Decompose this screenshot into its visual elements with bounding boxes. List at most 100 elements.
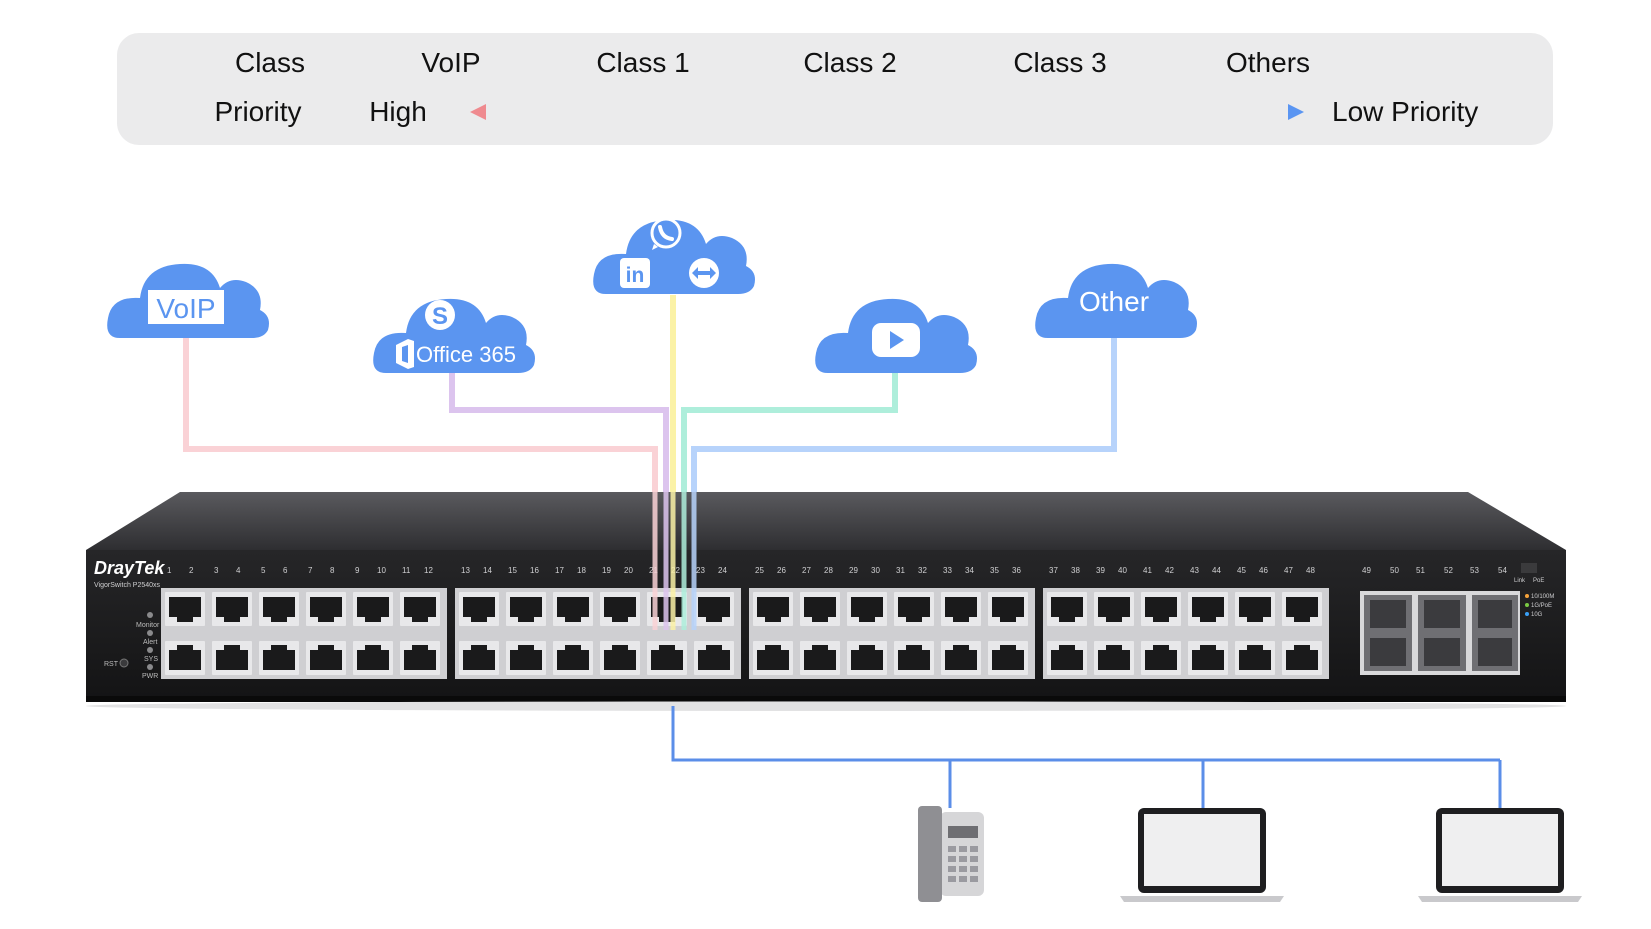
rj45-port: [212, 592, 252, 626]
port-number-label: 54: [1498, 566, 1507, 575]
port-number-label: 29: [849, 566, 858, 575]
rj45-port: [353, 592, 393, 626]
rj45-port: [1141, 641, 1181, 675]
port-number-label: 41: [1143, 566, 1152, 575]
port-number-label: 53: [1470, 566, 1479, 575]
led-label-alert: Alert: [143, 639, 157, 646]
port-number-label: 23: [696, 566, 705, 575]
network-switch: DrayTek VigorSwitch P2540xs Monitor Aler…: [86, 492, 1566, 711]
rj45-port: [1094, 592, 1134, 626]
rj45-port: [1188, 641, 1228, 675]
rj45-port: [400, 641, 440, 675]
rj45-port: [800, 592, 840, 626]
rj45-port: [506, 641, 546, 675]
port-number-label: 24: [718, 566, 727, 575]
rj45-port: [212, 641, 252, 675]
whatsapp-icon: [650, 217, 682, 250]
priority-arrow: [470, 104, 1304, 120]
rj45-port: [165, 641, 205, 675]
rj45-port: [1235, 592, 1275, 626]
rj45-port: [259, 592, 299, 626]
led-legend-1g: 1G/PoE: [1531, 603, 1552, 609]
rj45-port: [600, 641, 640, 675]
port-block: [749, 588, 1035, 679]
port-number-label: 40: [1118, 566, 1127, 575]
ip-phone-icon: [918, 806, 984, 902]
laptop-icon: [1120, 808, 1284, 902]
led-legend-10g: 10G: [1531, 612, 1543, 618]
teamviewer-icon: [689, 258, 719, 288]
port-block: [1043, 588, 1329, 679]
port-number-label: 36: [1012, 566, 1021, 575]
port-number-label: 37: [1049, 566, 1058, 575]
lan-lines: [671, 706, 1502, 808]
port-number-label: 33: [943, 566, 952, 575]
switch-brand-logo: DrayTek: [94, 558, 165, 578]
office365-cloud: S Office 365: [373, 298, 535, 373]
port-number-label: 34: [965, 566, 974, 575]
port-number-label: 35: [990, 566, 999, 575]
rj45-port: [894, 641, 934, 675]
port-number-label: 46: [1259, 566, 1268, 575]
port-number-label: 32: [918, 566, 927, 575]
led-legend: Link PoE 10/100M 1G/PoE 10G: [1514, 563, 1554, 618]
office-icon: [396, 339, 414, 369]
rj45-port: [506, 592, 546, 626]
reset-label: RST: [104, 661, 119, 668]
rj45-port: [1282, 641, 1322, 675]
rj45-port: [647, 641, 687, 675]
port-number-label: 11: [402, 566, 411, 575]
other-cloud-label: Other: [1079, 286, 1149, 317]
linkedin-icon: in: [620, 258, 650, 288]
rj45-port: [694, 592, 734, 626]
port-number-label: 49: [1362, 566, 1371, 575]
rj45-port: [306, 641, 346, 675]
port-number-label: 44: [1212, 566, 1221, 575]
rj45-port: [353, 641, 393, 675]
port-number-label: 10: [377, 566, 386, 575]
port-number-label: 52: [1444, 566, 1453, 575]
port-number-label: 27: [802, 566, 811, 575]
rj45-port: [1188, 592, 1228, 626]
rj45-port: [1094, 641, 1134, 675]
port-number-label: 2: [189, 566, 194, 575]
port-number-label: 28: [824, 566, 833, 575]
port-number-label: 51: [1416, 566, 1425, 575]
rj45-port: [306, 592, 346, 626]
legend-high: High: [369, 96, 427, 127]
rj45-port: [694, 641, 734, 675]
switch-model-label: VigorSwitch P2540xs: [94, 582, 161, 589]
other-cloud: Other: [1035, 263, 1197, 338]
rj45-port: [894, 592, 934, 626]
port-number-label: 50: [1390, 566, 1399, 575]
port-number-label: 7: [308, 566, 313, 575]
port-number-label: 12: [424, 566, 433, 575]
rj45-port: [847, 641, 887, 675]
legend-priority-label: Priority: [214, 96, 302, 127]
svg-text:S: S: [432, 303, 448, 330]
rj45-port: [753, 592, 793, 626]
rj45-port: [800, 641, 840, 675]
led-legend-100m: 10/100M: [1531, 594, 1554, 600]
port-number-label: 45: [1237, 566, 1246, 575]
rj45-port: [1282, 592, 1322, 626]
rj45-port: [553, 592, 593, 626]
legend-class2: Class 2: [803, 47, 897, 78]
skype-icon: S: [425, 300, 455, 330]
status-leds: Monitor Alert SYS PWR RST: [104, 612, 160, 680]
port-number-label: 42: [1165, 566, 1174, 575]
rj45-port: [553, 641, 593, 675]
rj45-port: [259, 641, 299, 675]
voip-cloud-label: VoIP: [156, 293, 215, 324]
port-number-label: 5: [261, 566, 266, 575]
port-number-label: 17: [555, 566, 564, 575]
video-cloud: [815, 298, 977, 373]
rj45-port: [988, 592, 1028, 626]
port-number-label: 16: [530, 566, 539, 575]
legend-others: Others: [1225, 47, 1311, 78]
rj45-port: [1235, 641, 1275, 675]
legend-voip: VoIP: [421, 47, 481, 78]
traffic-lines-overlay: [652, 492, 697, 630]
